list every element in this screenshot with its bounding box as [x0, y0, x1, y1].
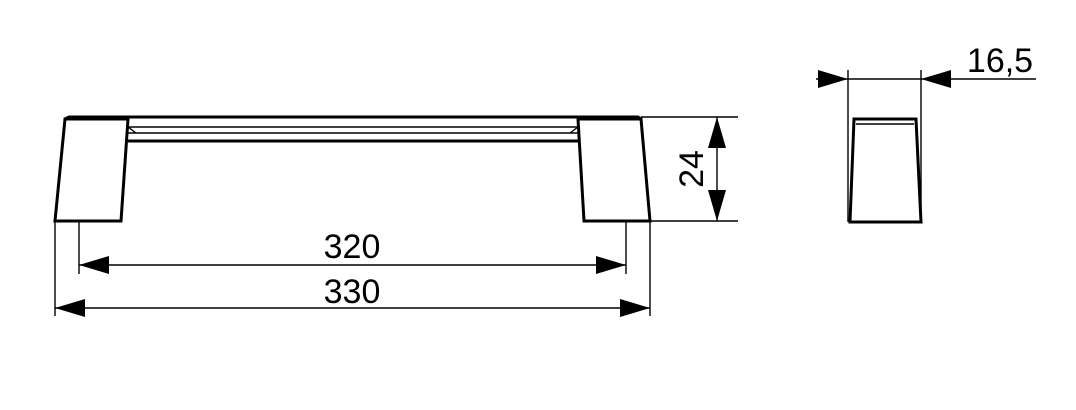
dimension-16-5: 16,5 — [816, 42, 1036, 222]
handle-left-leg — [53, 117, 130, 223]
bevel-right — [569, 126, 579, 134]
dimension-label-24: 24 — [673, 150, 711, 188]
dimension-label-320: 320 — [324, 228, 381, 266]
handle-right-leg — [576, 117, 652, 223]
arrowhead-16-5-left — [818, 70, 848, 88]
arrowhead-320-right — [596, 256, 626, 274]
handle-front-view — [53, 115, 652, 223]
arrowhead-330-right — [620, 299, 650, 317]
arrowhead-16-5-right — [921, 70, 951, 88]
dimension-24: 24 — [641, 116, 738, 222]
arrowhead-330-left — [55, 299, 85, 317]
handle-top-bar — [64, 115, 642, 121]
handle-side-view — [848, 117, 923, 224]
bevel-left — [127, 126, 137, 134]
arrowhead-24-top — [708, 117, 726, 148]
arrowhead-320-left — [79, 256, 109, 274]
dimension-label-330: 330 — [324, 273, 381, 311]
dimension-label-16-5: 16,5 — [967, 42, 1033, 80]
arrowhead-24-bottom — [708, 190, 726, 221]
dimension-320: 320 — [78, 221, 627, 274]
side-profile — [848, 117, 923, 224]
dimension-330: 330 — [54, 221, 651, 317]
